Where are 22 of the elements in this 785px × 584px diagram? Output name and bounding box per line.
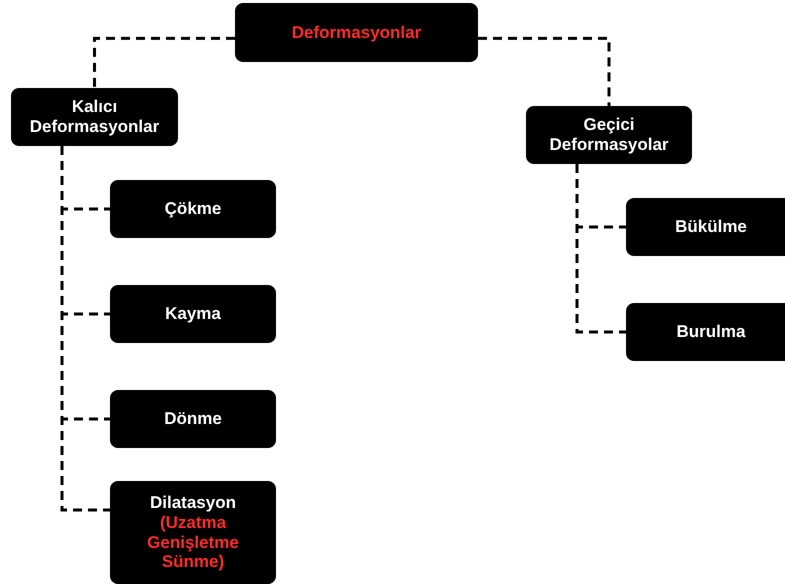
category-box: [110, 180, 276, 238]
box-label: Dönme: [164, 409, 222, 429]
category-box: [11, 88, 178, 146]
box-label: Burulma: [676, 322, 746, 342]
category-box: [110, 481, 276, 584]
box-label: (Uzatma Genişletme Sünme): [146, 512, 240, 572]
box-label: Kayma: [165, 304, 221, 324]
connector-line: [93, 36, 235, 88]
category-box: [526, 106, 692, 164]
category-box: [626, 198, 785, 256]
category-box: [110, 285, 276, 343]
category-box: [235, 3, 478, 62]
connector-line: [60, 146, 110, 512]
box-label: Dilatasyon: [150, 493, 236, 513]
box-label: Deformasyonlar: [292, 22, 422, 42]
box-label: Çökme: [164, 199, 222, 219]
category-box: [110, 390, 276, 448]
category-box: [626, 303, 785, 361]
box-label: Kalıcı Deformasyonlar: [28, 97, 160, 137]
box-label: Bükülme: [675, 217, 747, 237]
box-label: Geçici Deformasyolar: [548, 115, 670, 155]
connector-line: [478, 36, 610, 106]
